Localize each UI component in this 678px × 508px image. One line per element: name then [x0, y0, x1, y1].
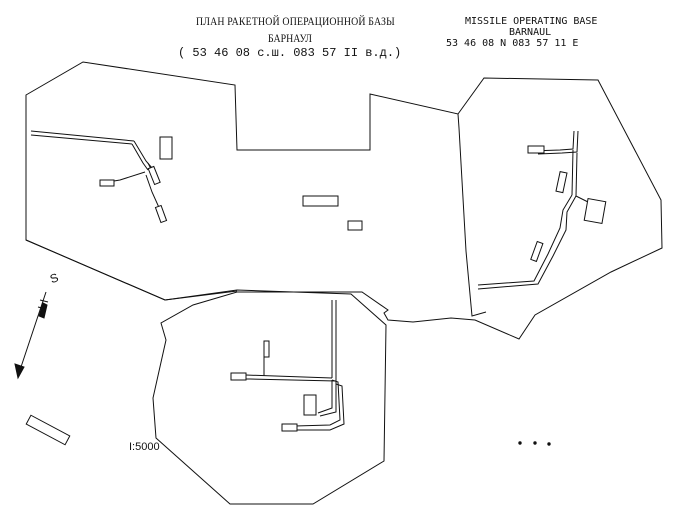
- launch-site-east: [477, 130, 607, 290]
- base-perimeter: [25, 61, 663, 505]
- title-russian-coordinates: ( 53 46 08 с.ш. 083 57 II в.д.): [178, 46, 402, 60]
- building-central-large: [302, 195, 339, 207]
- title-english-line1: MISSILE OPERATING BASE: [465, 16, 598, 27]
- north-arrow-icon: [14, 291, 49, 380]
- scale-bar: [25, 414, 71, 446]
- survey-dot: [533, 441, 537, 445]
- title-english-line2: BARNAUL: [509, 27, 552, 38]
- scale-label: I:5000: [129, 441, 160, 453]
- title-russian-line1: ПЛАН РАКЕТНОЙ ОПЕРАЦИОННОЙ БАЗЫ: [196, 14, 395, 28]
- survey-dot: [547, 442, 551, 446]
- building-central-small: [347, 220, 363, 231]
- launch-site-south: [230, 300, 345, 432]
- survey-dot: [518, 441, 522, 445]
- title-english-coordinates: 53 46 08 N 083 57 11 E: [446, 38, 579, 49]
- right-section-edge: [457, 113, 487, 317]
- launch-site-northwest: [30, 130, 173, 224]
- left-section-edge: [25, 239, 238, 301]
- title-russian-line2: БАРНАУЛ: [268, 31, 312, 45]
